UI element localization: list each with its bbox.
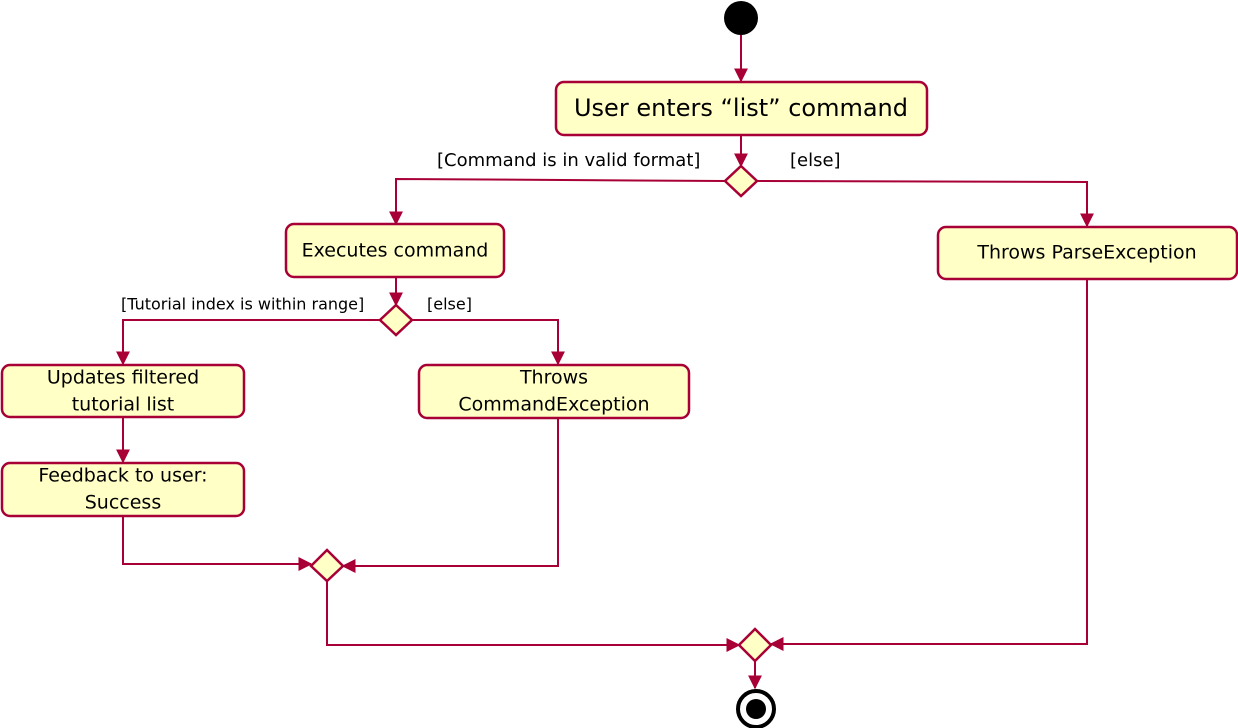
decision-valid-format: [723, 164, 759, 198]
action-throws-commandexception-label-1: Throws: [519, 367, 588, 389]
edge-decision1-to-executes: [389, 177, 726, 226]
action-executes-command: Executes command: [284, 222, 506, 279]
start-node: [724, 1, 758, 35]
edge-decision2-to-updates: [116, 319, 380, 366]
action-user-enters-list-label: User enters “list” command: [574, 94, 908, 122]
guard-else-mid: [else]: [427, 295, 472, 314]
end-node: [736, 689, 776, 728]
action-feedback-to-user-label-2: Success: [85, 492, 161, 514]
edge-decision2-to-cmdexception: [412, 319, 565, 366]
guard-else-top: [else]: [790, 150, 841, 171]
action-updates-filtered-list-label-1: Updates filtered: [47, 367, 199, 389]
action-feedback-to-user: Feedback to user: Success: [0, 461, 246, 518]
merge-final: [737, 627, 773, 663]
action-user-enters-list: User enters “list” command: [554, 80, 929, 137]
action-updates-filtered-list: Updates filtered tutorial list: [0, 363, 246, 419]
edge-merge1-to-merge2: [326, 581, 741, 652]
guard-valid-format: [Command is in valid format]: [437, 150, 700, 171]
action-throws-commandexception: Throws CommandException: [417, 363, 691, 420]
action-updates-filtered-list-label-2: tutorial list: [72, 394, 175, 416]
merge-left: [309, 548, 345, 583]
action-throws-parseexception: Throws ParseException: [936, 225, 1238, 281]
edge-decision1-to-parse: [756, 180, 1094, 228]
decision-index-range: [378, 303, 414, 337]
action-executes-command-label: Executes command: [302, 240, 489, 262]
edge-parse-to-merge2: [769, 279, 1088, 651]
edge-cmdexception-to-merge1: [341, 418, 559, 573]
guard-index-in-range: [Tutorial index is within range]: [121, 295, 364, 314]
action-feedback-to-user-label-1: Feedback to user:: [38, 465, 207, 487]
action-throws-commandexception-label-2: CommandException: [458, 394, 649, 416]
edge-feedback-to-merge1: [122, 516, 313, 571]
action-throws-parseexception-label: Throws ParseException: [976, 242, 1196, 264]
